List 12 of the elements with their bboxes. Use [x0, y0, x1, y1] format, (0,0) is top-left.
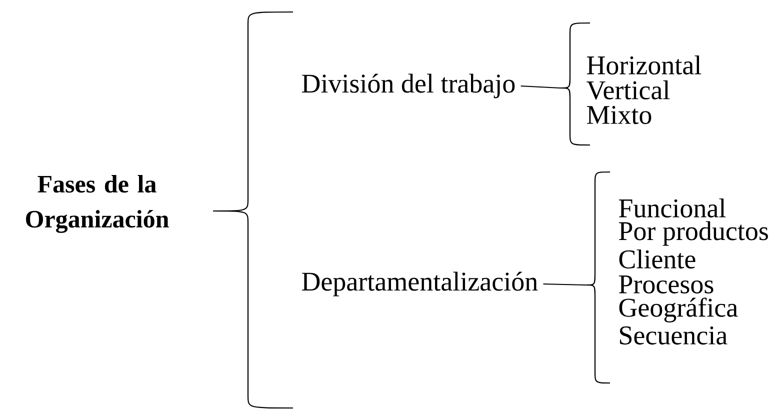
category-text: Departamentalización	[302, 272, 538, 296]
item-text: Funcional	[618, 198, 726, 218]
heading-text: Fases de la Organización	[26, 175, 169, 233]
item-text: Por productos	[618, 221, 768, 246]
item-text: Geográfica	[619, 298, 738, 322]
category-text: División del trabajo	[302, 74, 515, 98]
item-text: Mixto	[586, 106, 652, 124]
item-text: Horizontal	[586, 56, 702, 74]
item-text: Cliente	[619, 249, 696, 268]
item-text: Procesos	[618, 276, 714, 294]
item-text: Secuencia	[620, 326, 728, 345]
item-text: Vertical	[586, 80, 670, 100]
